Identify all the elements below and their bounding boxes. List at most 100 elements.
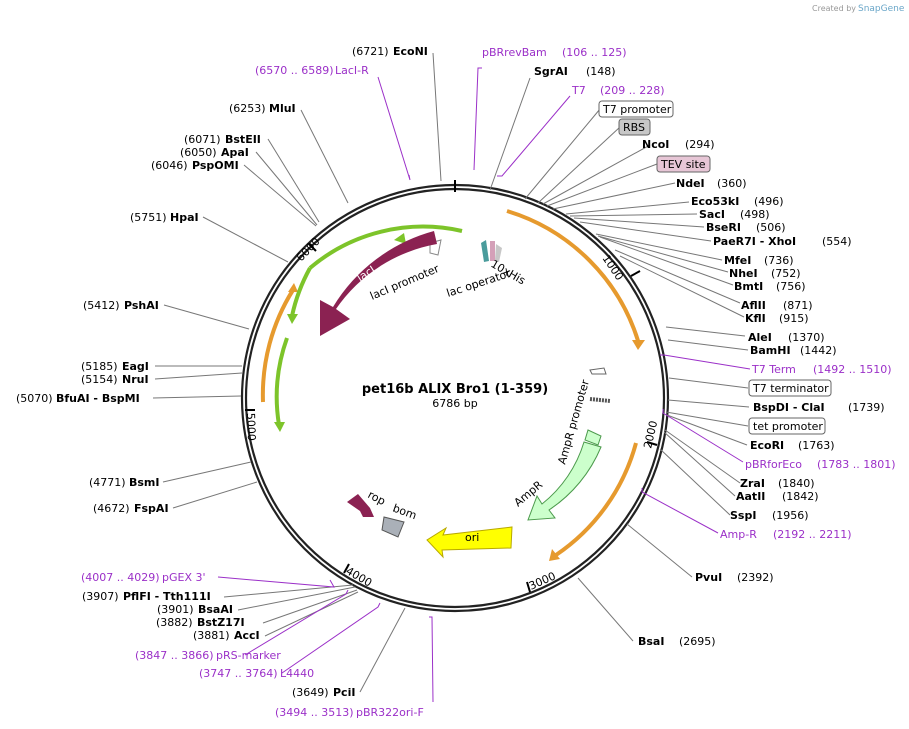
site-kfli-pos: (915) (779, 312, 809, 325)
site-mlui-pos: (6253) (229, 102, 266, 115)
site-kfli-name: KflI (745, 312, 766, 325)
site-bamhi-name: BamHI (750, 344, 791, 357)
site-nhei-name: NheI (729, 267, 758, 280)
site-bseri-pos: (506) (756, 221, 786, 234)
site-acci-name: AccI (234, 629, 260, 642)
his-tag-block (481, 240, 489, 262)
plasmid-size: 6786 bp (432, 397, 477, 410)
site-bsmi-name: BsmI (129, 476, 160, 489)
primer-laci-r-range: (6570 .. 6589) (255, 64, 334, 77)
t7-terminator-label: T7 terminator (752, 382, 829, 395)
laci-promoter-label: lacI promoter (368, 262, 441, 303)
plasmid-name: pet16b ALIX Bro1 (1-359) (362, 382, 548, 397)
site-nrui-pos: (5154) (81, 373, 118, 386)
site-sgrai-name: SgrAI (534, 65, 568, 78)
orf-arrowhead-top-right (632, 340, 645, 350)
primer-amp-r-name: Amp-R (720, 528, 757, 541)
site-ndei-pos: (360) (717, 177, 747, 190)
site-sgrai-pos: (148) (586, 65, 616, 78)
ori-feature (426, 526, 513, 559)
site-pflfi-tth111i-name: PflFI - Tth111I (123, 590, 211, 603)
orf-arrowhead-left (288, 283, 298, 292)
primer-pgex3-range: (4007 .. 4029) (81, 571, 160, 584)
left-site-labels: (6721) EcoNI (6253) MluI (6071) BstEII (… (16, 45, 428, 699)
ori-label: ori (465, 531, 479, 544)
t7-promoter-label: T7 promoter (602, 103, 672, 116)
site-bspdi-clai-name: BspDI - ClaI (753, 401, 825, 414)
orf-arrowhead-bottom-right (549, 549, 560, 561)
primer-t7-term-name: T7 Term (751, 363, 796, 376)
site-aatii-name: AatII (736, 490, 765, 503)
rop-feature (347, 494, 374, 517)
laci-feature (320, 231, 437, 336)
site-mlui-name: MluI (269, 102, 296, 115)
site-ndei-name: NdeI (676, 177, 705, 190)
site-pshai-pos: (5412) (83, 299, 120, 312)
site-ecori-pos: (1763) (798, 439, 835, 452)
site-paer7i-xhoi-pos: (554) (822, 235, 852, 248)
tick-mark-3000 (526, 581, 531, 593)
site-apai-name: ApaI (221, 146, 249, 159)
tev-site-box (656, 155, 711, 173)
site-bmti-name: BmtI (734, 280, 763, 293)
site-apai-pos: (6050) (180, 146, 217, 159)
site-pvui-pos: (2392) (737, 571, 774, 584)
tev-block (490, 241, 495, 261)
right-site-labels: SgrAI (148) NcoI (294) NdeI (360) Eco53k… (534, 65, 885, 648)
primer-lines (217, 67, 751, 703)
tick-mark-1000 (630, 270, 641, 277)
right-leader-lines (489, 77, 750, 642)
primer-pgex3-name: pGEX 3' (162, 571, 206, 584)
site-bstz17i-pos: (3882) (156, 616, 193, 629)
promoter-arrowhead-lower (274, 422, 285, 432)
rop-label: rop (366, 488, 388, 508)
primer-labels: pBRrevBam (106 .. 125) (6570 .. 6589) La… (81, 46, 896, 719)
site-alei-pos: (1370) (788, 331, 825, 344)
t7-terminator-box (748, 379, 832, 397)
laci-promoter-arrowhead (394, 233, 406, 244)
site-pcii-pos: (3649) (292, 686, 329, 699)
site-acci-pos: (3881) (193, 629, 230, 642)
promoter-arc-lower (274, 337, 289, 426)
site-sspi-name: SspI (730, 509, 756, 522)
site-sspi-pos: (1956) (772, 509, 809, 522)
site-fspai-pos: (4672) (93, 502, 130, 515)
site-eco53ki-name: Eco53kI (691, 195, 739, 208)
site-bsteii-name: BstEII (225, 133, 261, 146)
snapgene-logo-text: SnapGene (858, 4, 905, 14)
tick-mark-6000 (308, 243, 317, 252)
site-econi-pos: (6721) (352, 45, 389, 58)
primer-pbr322ori-f-range: (3494 .. 3513) (275, 706, 354, 719)
site-nrui-name: NruI (122, 373, 149, 386)
site-mfei-name: MfeI (724, 254, 751, 267)
site-pvui-name: PvuI (695, 571, 722, 584)
primer-pbrrevbam-name: pBRrevBam (482, 46, 547, 59)
rbs-box (618, 118, 651, 136)
site-saci-name: SacI (699, 208, 725, 221)
primer-pbrforeco-range: (1783 .. 1801) (817, 458, 896, 471)
orf-arc-left (260, 288, 295, 403)
site-alei-name: AleI (748, 331, 772, 344)
tet-promoter-label: tet promoter (753, 420, 823, 433)
site-bseri-name: BseRI (706, 221, 741, 234)
site-bamhi-pos: (1442) (800, 344, 837, 357)
boxed-feature-labels: T7 promoter RBS TEV site T7 terminator t… (598, 100, 832, 435)
site-eagi-pos: (5185) (81, 360, 118, 373)
primer-t7-name: T7 (571, 84, 586, 97)
bom-feature (381, 516, 405, 538)
site-zrai-name: ZraI (740, 477, 765, 490)
tick-label-5000: 5000 (244, 413, 258, 441)
site-mfei-pos: (736) (764, 254, 794, 267)
site-hpai-pos: (5751) (130, 211, 167, 224)
site-eco53ki-pos: (496) (754, 195, 784, 208)
site-bsai-pos: (2695) (679, 635, 716, 648)
site-bmti-pos: (756) (776, 280, 806, 293)
primer-prs-marker-range: (3847 .. 3866) (135, 649, 214, 662)
t7-promoter-box (598, 100, 674, 118)
site-bfuai-bspmi-pos: (5070) (16, 392, 53, 405)
primer-l4440-range: (3747 .. 3764) (199, 667, 278, 680)
orf-arc-top-right (506, 209, 641, 345)
site-bsaai-pos: (3901) (157, 603, 194, 616)
promoter-arrowhead-upper (287, 314, 298, 324)
